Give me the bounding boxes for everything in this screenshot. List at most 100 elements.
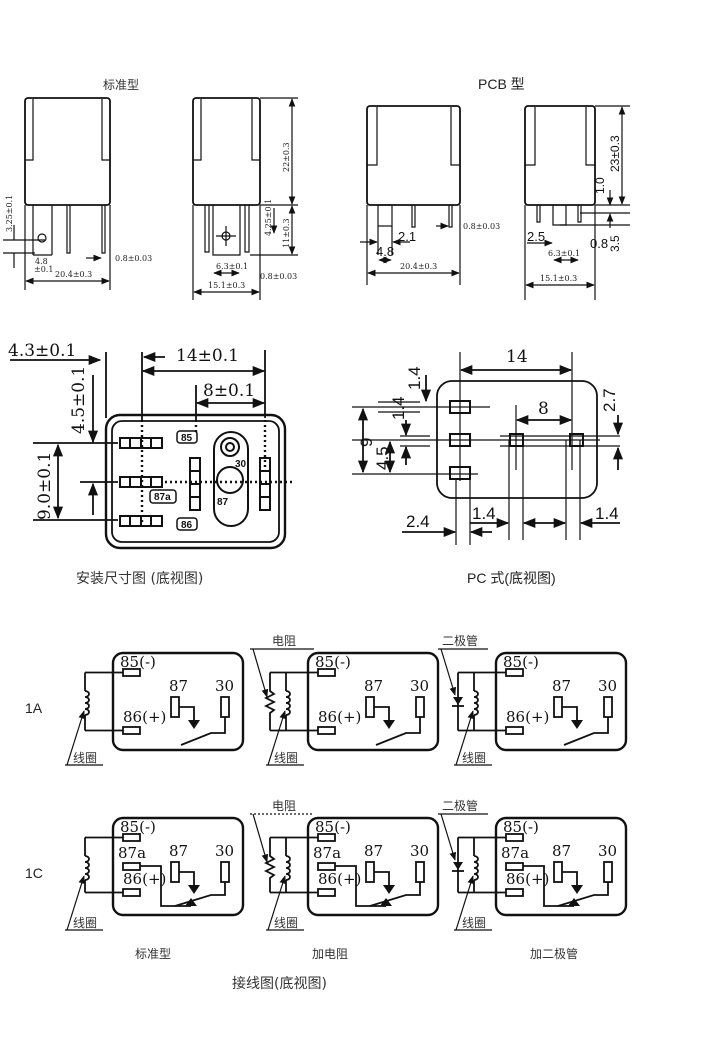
- switch-line: [557, 882, 609, 907]
- pin-86: [317, 726, 336, 735]
- dim-8: 8±0.1: [203, 381, 255, 401]
- pin-30: [415, 861, 425, 883]
- pc-dim-2-7: 2.7: [600, 388, 619, 412]
- pin-86-label: 86(+): [506, 708, 549, 726]
- switch-line: [180, 717, 226, 746]
- pin-85-label: 85(-): [120, 818, 156, 836]
- coil-label: 线圈: [462, 916, 486, 930]
- pin-30: [603, 696, 613, 718]
- dim-22: 22±0.3: [282, 142, 291, 172]
- pin-30-label: 30: [215, 677, 234, 695]
- arrow-down-icon: [571, 720, 583, 729]
- relay-box: [306, 816, 440, 917]
- pc-dim-8: 8: [538, 399, 549, 419]
- pin-87: [553, 861, 563, 883]
- resistor-label: 电阻: [272, 634, 296, 648]
- pin-85-label: 85(-): [315, 653, 351, 671]
- pin-30: [603, 861, 613, 883]
- caption-standard: 标准型: [135, 947, 171, 961]
- pc-dim-1-4-b: 1.4: [389, 396, 408, 420]
- coil-icon: [84, 855, 90, 881]
- pin-86: [317, 888, 336, 897]
- pc-dim-4-5: 4.5: [373, 446, 392, 470]
- resistor-icon: [263, 672, 277, 731]
- dim-4-8-pcb: 4.8: [376, 244, 394, 259]
- pin-87-label: 87: [364, 677, 383, 695]
- pin-87: [365, 696, 375, 718]
- coil-pointer: [66, 710, 85, 766]
- dim-15-1-pcb: 15.1±0.3: [540, 274, 577, 283]
- pin-30: [220, 696, 230, 718]
- coil-wire: [270, 671, 318, 732]
- pin-87a: [122, 862, 141, 871]
- coil-wire: [85, 836, 123, 894]
- resistor-pointer: [252, 813, 269, 863]
- switch-line: [369, 882, 421, 907]
- arrow-down-icon: [188, 885, 200, 894]
- pin-30-label: 30: [410, 677, 429, 695]
- pin-87-label: 87: [169, 842, 188, 860]
- resistor-pointer: [252, 648, 269, 698]
- resistor-label: 电阻: [272, 799, 296, 813]
- dim-0-8: 0.8±0.03: [115, 254, 152, 263]
- dim-3-5: 3.5: [608, 235, 622, 252]
- dim-15-1: 15.1±0.3: [208, 281, 245, 290]
- coil-label: 线圈: [462, 751, 486, 765]
- pin-30: [220, 861, 230, 883]
- pin-86: [122, 888, 141, 897]
- pin-85-label: 85(-): [120, 653, 156, 671]
- diode-pointer: [440, 813, 457, 861]
- standard-type-title: 标准型: [103, 78, 139, 92]
- pin-86-label: 86(+): [318, 708, 361, 726]
- pin-86-label: 86(+): [123, 708, 166, 726]
- dim-1-0: 1.0: [593, 177, 607, 194]
- dim-14: 14±0.1: [176, 346, 239, 366]
- diode-icon: [453, 697, 463, 705]
- dim-4-25: 4.25±0.1: [264, 199, 273, 236]
- diode-label: 二极管: [442, 633, 478, 648]
- dim-4-5: 4.5±0.1: [69, 366, 89, 434]
- pin-87: [170, 861, 180, 883]
- pin-85-label: 85(-): [503, 818, 539, 836]
- coil-wire: [458, 836, 506, 894]
- pin-30: [415, 696, 425, 718]
- dim-2-1: 2.1: [398, 229, 416, 244]
- pin-85-label: 85(-): [315, 818, 351, 836]
- coil-pointer: [455, 875, 474, 931]
- pcb-front-view: 2.1 4.8 20.4±0.3 0.8±0.03: [360, 105, 500, 285]
- dim-3-25: 3.25±0.1: [5, 195, 14, 232]
- pin-86-label: 86(+): [506, 870, 549, 888]
- pin-87a: [505, 862, 524, 871]
- pin-87: [553, 696, 563, 718]
- pc-dim-2-4: 2.4: [406, 512, 430, 531]
- coil-icon: [84, 690, 90, 716]
- switch-line: [563, 717, 609, 746]
- mounting-caption: 安装尺寸图 (底视图): [76, 571, 203, 587]
- coil-icon: [285, 690, 291, 716]
- pin-85-label: 85(-): [503, 653, 539, 671]
- pin-87: [170, 696, 180, 718]
- arrow-down-icon: [188, 720, 200, 729]
- dim-4-8: 4.8: [35, 257, 48, 266]
- dim-4-8-tol: ±0.1: [34, 265, 53, 274]
- pc-dim-14: 14: [506, 347, 528, 367]
- relay-box: [111, 816, 245, 917]
- pin-30-label: 30: [235, 459, 247, 470]
- dim-9-0: 9.0±0.1: [35, 452, 55, 520]
- pc-dim-1-4-c: 1.4: [472, 504, 496, 523]
- relay-box: [306, 651, 440, 752]
- pc-dim-1-4-d: 1.4: [595, 504, 619, 523]
- contact-line: [374, 871, 390, 886]
- pin-87-label: 87: [169, 677, 188, 695]
- pin-86: [505, 888, 524, 897]
- pin-86: [122, 726, 141, 735]
- contact-line: [374, 706, 390, 721]
- coil-icon: [473, 690, 479, 716]
- relay-box: [111, 651, 245, 752]
- pc-caption: PC 式(底视图): [467, 570, 556, 586]
- diode-label: 二极管: [442, 798, 478, 813]
- coil-icon: [285, 855, 291, 881]
